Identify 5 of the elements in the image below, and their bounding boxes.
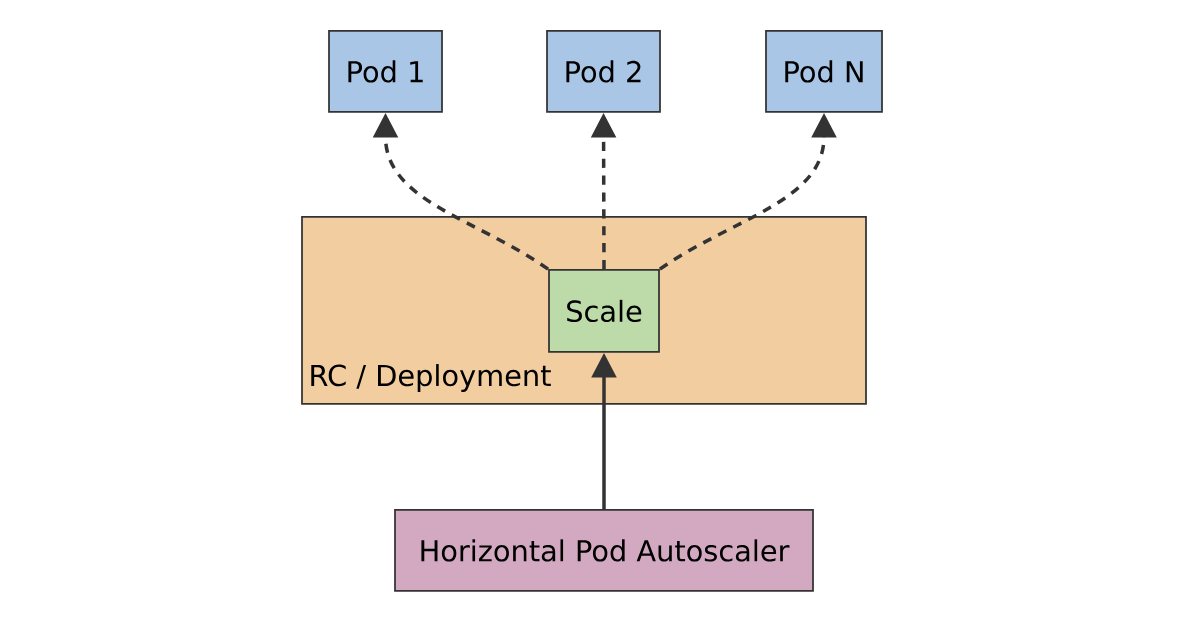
process-box: Horizontal Pod Autoscaler xyxy=(394,509,814,592)
pod-box: Pod 2 xyxy=(546,30,661,113)
pod-box: Pod N xyxy=(765,30,883,113)
pod-box: Pod 1 xyxy=(328,30,443,113)
process-box: Scale xyxy=(548,269,660,353)
